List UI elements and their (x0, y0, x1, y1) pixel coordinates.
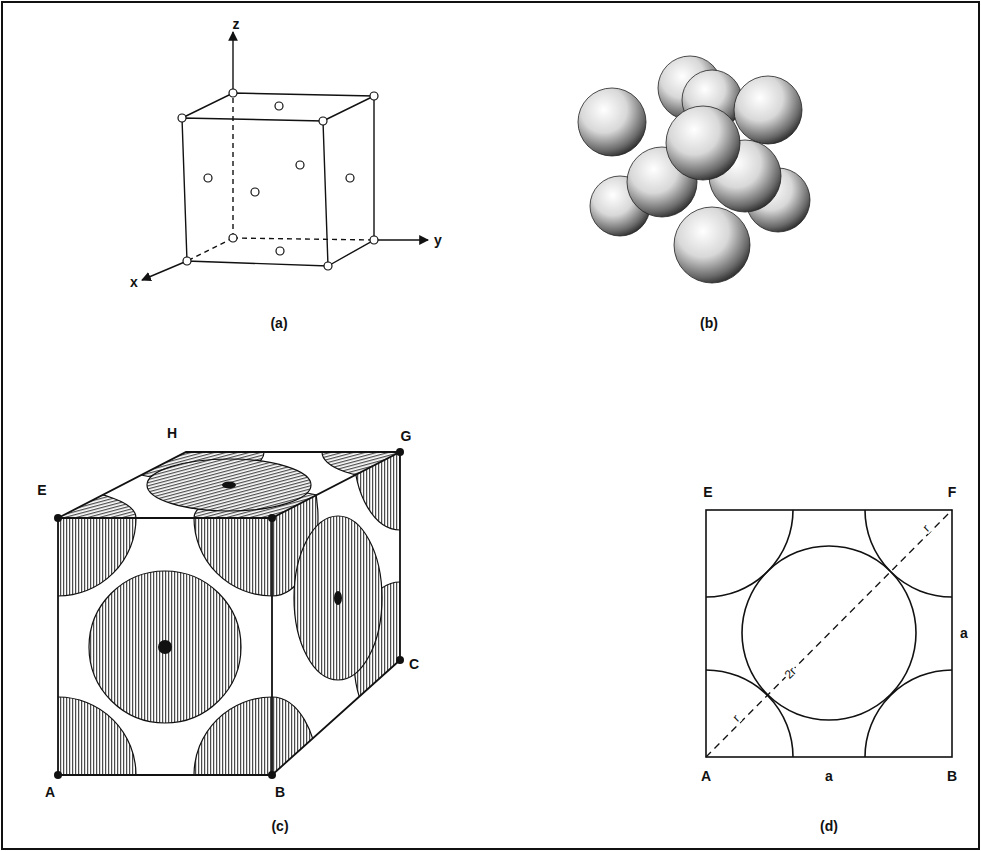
unit-cell-a (142, 32, 428, 280)
corner-label: H (167, 426, 177, 440)
panel-label: (b) (700, 316, 718, 330)
atom-sites (178, 89, 378, 270)
sphere-model (578, 56, 810, 283)
corner-label: B (275, 785, 285, 799)
corner-label: A (701, 769, 711, 783)
radius-label: r (730, 712, 743, 725)
panel-label: (d) (820, 819, 838, 833)
corner-label: A (45, 785, 55, 799)
corner-label: E (703, 485, 712, 499)
corner-label: G (401, 429, 412, 443)
corner-label: B (947, 769, 957, 783)
face-section (619, 423, 981, 844)
panel-label: (c) (271, 819, 288, 833)
corner-label: E (37, 483, 46, 497)
radius-label: r (920, 522, 933, 535)
axis-label: y (434, 233, 442, 247)
unit-cell-c (0, 374, 478, 851)
dimension-label: a (825, 769, 833, 783)
axis-label: z (233, 17, 240, 31)
dimension-label: a (960, 626, 968, 640)
panel-label: (a) (270, 316, 287, 330)
axis-label: x (130, 275, 138, 289)
corner-label: C (409, 657, 419, 671)
corner-label: F (948, 485, 957, 499)
